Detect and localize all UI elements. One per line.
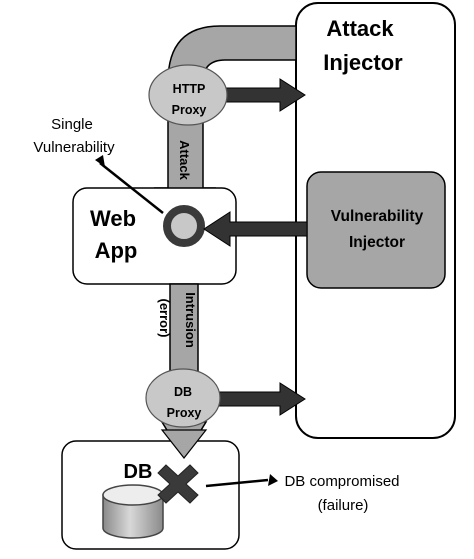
db-proxy-node (145, 368, 221, 428)
single-vulnerability-label-line2: Vulnerability (33, 139, 115, 156)
compromised-x-icon (157, 464, 199, 504)
single-vulnerability-label-line1: Single (51, 116, 93, 133)
http-proxy-label-line1: HTTP (173, 82, 206, 96)
web-app-box (72, 187, 237, 285)
intrusion-arrow-head (160, 429, 208, 459)
web-app-label-line1: Web (90, 206, 136, 231)
vulnerability-injector-label-line1: Vulnerability (331, 208, 424, 225)
db-compromised-label-line1: DB compromised (284, 473, 399, 490)
error-label: (error) (157, 298, 172, 337)
single-vulnerability-pointer (99, 162, 164, 214)
http-proxy-label-line2: Proxy (172, 103, 207, 117)
single-vulnerability-pointer-tip (95, 155, 105, 167)
vulnerability-ring (163, 205, 205, 247)
injection-arrow (203, 211, 308, 247)
attack-injector-title-line1: Attack (326, 16, 394, 41)
db-label: DB (124, 461, 153, 483)
attack-injector-title-line2: Injector (323, 50, 403, 75)
web-app-label-line2: App (95, 238, 138, 263)
intrusion-label: Intrusion (183, 292, 198, 348)
db-proxy-label-line2: Proxy (167, 406, 202, 420)
db-proxy-arrow (211, 382, 306, 416)
vulnerability-injector-box (306, 171, 446, 289)
vulnerability-injector-label-line2: Injector (349, 234, 405, 251)
db-compromised-pointer (205, 478, 269, 488)
http-proxy-node (148, 64, 228, 126)
database-icon (102, 484, 164, 539)
db-proxy-label-line1: DB (174, 385, 192, 399)
attack-label: Attack (177, 140, 192, 181)
db-compromised-pointer-tip (268, 474, 278, 486)
db-compromised-label-line2: (failure) (318, 497, 369, 514)
